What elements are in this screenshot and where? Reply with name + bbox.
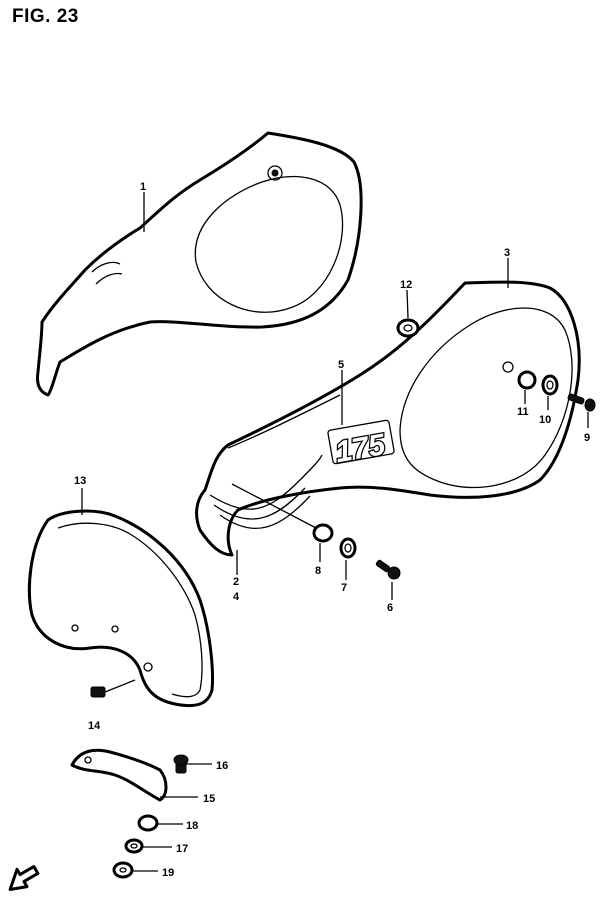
- callout-17: 17: [176, 843, 188, 855]
- part-7-washer: [339, 537, 357, 559]
- part-13-inner-panel: [27, 509, 214, 708]
- callout-5: 5: [338, 359, 344, 371]
- callout-15: 15: [203, 793, 215, 805]
- callout-4: 4: [233, 591, 240, 603]
- part-18-nut: [137, 814, 159, 832]
- callout-11: 11: [517, 406, 529, 418]
- callout-12: 12: [400, 279, 412, 291]
- callout-8: 8: [315, 565, 321, 577]
- callout-16: 16: [216, 760, 228, 772]
- callout-7: 7: [341, 582, 347, 594]
- part-10-washer: [541, 374, 559, 396]
- part-6-bolt: [375, 559, 401, 580]
- leader-lines: [81, 192, 589, 872]
- callout-9: 9: [584, 432, 590, 444]
- part-12-washer: [396, 318, 420, 338]
- part-8-grommet: [231, 483, 334, 543]
- callout-3: 3: [504, 247, 510, 259]
- part-16-bolt: [173, 754, 189, 774]
- callout-18: 18: [186, 820, 198, 832]
- callout-1: 1: [140, 181, 146, 193]
- callout-13: 13: [74, 475, 86, 487]
- part-11-grommet: [517, 370, 537, 390]
- callout-2: 2: [233, 576, 239, 588]
- part-3-right-side-cover: [195, 280, 581, 557]
- front-direction-arrow-icon: [8, 865, 40, 891]
- part-9-bolt: [567, 393, 596, 412]
- callout-19: 19: [162, 867, 174, 879]
- callout-6: 6: [387, 602, 393, 614]
- callout-14: 14: [88, 720, 101, 732]
- part-17-washer: [124, 838, 144, 854]
- part-15-bracket: [70, 748, 168, 802]
- part-1-left-side-cover: [36, 131, 363, 397]
- part-19-nut: [112, 861, 134, 879]
- callout-10: 10: [539, 414, 551, 426]
- figure-title: FIG. 23: [12, 6, 79, 27]
